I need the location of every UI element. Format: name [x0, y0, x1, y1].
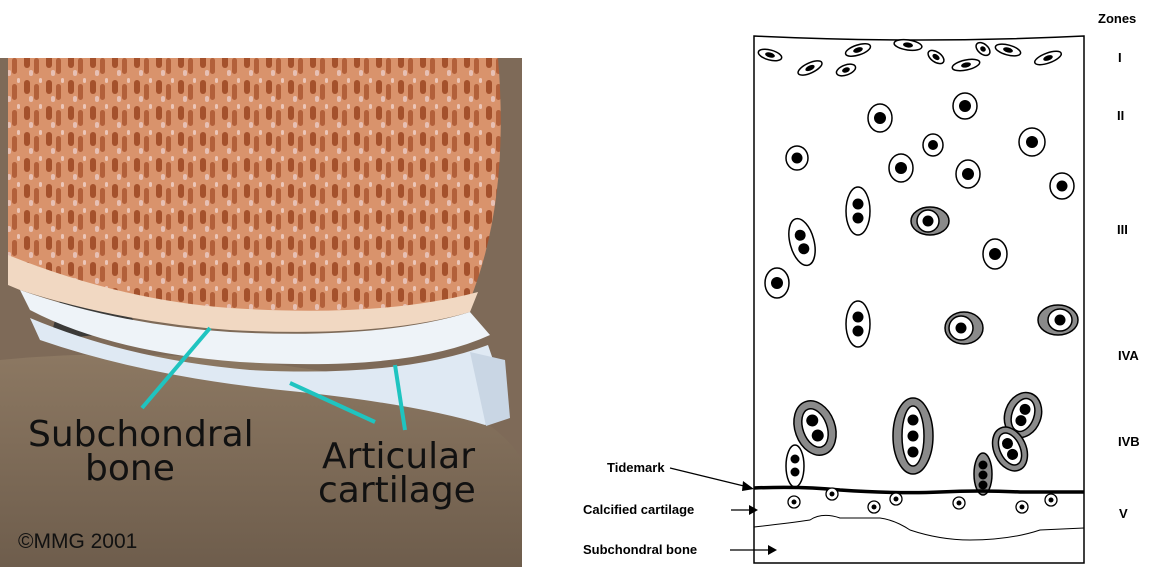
zone-diagram-svg: Zones I II III IVA IVB V Tidemark Calcif… [540, 0, 1161, 567]
zone-label-v: V [1119, 506, 1128, 521]
subchondral-bone-callout: Subchondral bone [583, 542, 697, 557]
cartilage-boundary [754, 36, 1084, 563]
subchondral-label-line2: bone [85, 448, 175, 489]
tidemark-callout: Tidemark [607, 460, 665, 475]
zones-heading: Zones [1098, 11, 1136, 26]
zone-label-ivb: IVB [1118, 434, 1140, 449]
copyright-text: ©MMG 2001 [18, 530, 137, 553]
zone-label-i: I [1118, 50, 1122, 65]
cartilage-zone-diagram: Zones I II III IVA IVB V Tidemark Calcif… [540, 0, 1161, 567]
calcified-cartilage-callout: Calcified cartilage [583, 502, 694, 517]
articular-label-line2: cartilage [318, 470, 476, 511]
zone-label-iii: III [1117, 222, 1128, 237]
zone-label-iva: IVA [1118, 348, 1139, 363]
tidemark-arrowhead [742, 481, 754, 491]
knee-cartilage-illustration: Subchondral bone Articular cartilage ©MM… [0, 0, 530, 567]
zone-label-ii: II [1117, 108, 1124, 123]
tidemark-arrow [670, 468, 748, 487]
knee-illustration-svg: Subchondral bone Articular cartilage ©MM… [0, 0, 530, 567]
